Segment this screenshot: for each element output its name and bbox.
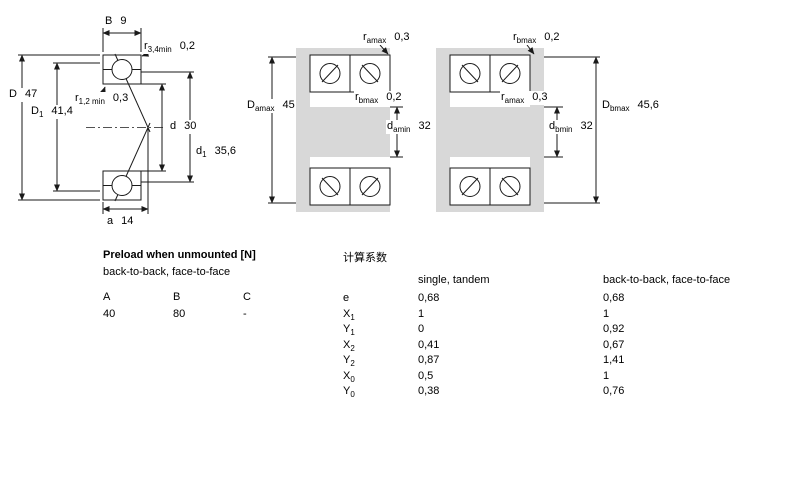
bearing-drawings: [18, 28, 600, 214]
factor-row-Y0: Y0 0,38 0,76: [343, 384, 790, 400]
preload-col-B: B: [173, 291, 181, 303]
factor-name: Y2: [343, 354, 355, 369]
bearing-pair-drawing-b: [436, 44, 600, 212]
factor-row-X0: X0 0,5 1: [343, 369, 790, 385]
factors-col-back-to-back: back-to-back, face-to-face: [603, 274, 731, 286]
factor-value-pair: 0,76: [603, 385, 625, 397]
factor-value-single: 0: [418, 323, 425, 335]
preload-title: Preload when unmounted [N]: [103, 249, 256, 261]
factor-value-single: 1: [418, 307, 425, 320]
single-bearing-cross-section: [18, 28, 194, 214]
factor-value-pair: 1: [603, 369, 610, 382]
factor-row-Y1: Y1 0 0,92: [343, 322, 790, 338]
preload-value-row: 40 80 -: [103, 308, 323, 320]
preload-col-C: C: [243, 291, 251, 303]
factor-name: X1: [343, 307, 355, 322]
factor-row-X2: X2 0,41 0,67: [343, 338, 790, 354]
factor-value-pair: 0,67: [603, 338, 625, 351]
preload-value-A: 40: [103, 308, 116, 320]
factor-value-pair: 1: [603, 307, 610, 320]
preload-value-B: 80: [173, 308, 186, 320]
factor-name: X2: [343, 338, 355, 353]
calculation-factors-section: 计算系数 single, tandem back-to-back, face-t…: [343, 249, 790, 400]
factor-name: Y0: [343, 385, 355, 400]
bearing-pair-drawing-a: [268, 44, 403, 212]
factors-title: 计算系数: [343, 252, 387, 264]
preload-subtitle: back-to-back, face-to-face: [103, 266, 231, 278]
factor-row-X1: X1 1 1: [343, 307, 790, 323]
preload-header-row: A B C: [103, 291, 323, 303]
preload-col-A: A: [103, 291, 111, 303]
factors-col-single-tandem: single, tandem: [418, 274, 490, 286]
factor-value-single: 0,5: [418, 369, 434, 382]
factor-row-e: e 0,68 0,68: [343, 291, 790, 307]
factor-value-single: 0,41: [418, 338, 440, 351]
preload-section: Preload when unmounted [N] back-to-back,…: [103, 249, 323, 325]
factor-value-single: 0,68: [418, 292, 440, 304]
factor-value-pair: 0,92: [603, 323, 625, 335]
factor-value-pair: 1,41: [603, 354, 625, 366]
factor-value-single: 0,38: [418, 385, 440, 397]
factor-row-Y2: Y2 0,87 1,41: [343, 353, 790, 369]
factor-name: e: [343, 292, 350, 304]
factor-value-single: 0,87: [418, 354, 440, 366]
factor-value-pair: 0,68: [603, 292, 625, 304]
preload-value-C: -: [243, 308, 247, 320]
factor-name: Y1: [343, 323, 355, 338]
factor-name: X0: [343, 369, 355, 384]
factors-header-row: single, tandem back-to-back, face-to-fac…: [343, 274, 790, 291]
